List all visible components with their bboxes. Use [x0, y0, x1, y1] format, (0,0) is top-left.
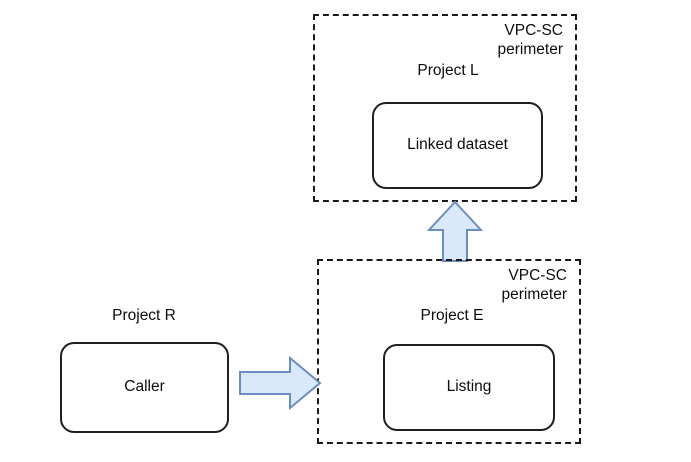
perimeter-l-badge-line2: perimeter	[497, 41, 563, 58]
arrow-listing-to-linked-dataset	[426, 200, 484, 262]
vpc-sc-perimeter-project-l	[313, 14, 577, 202]
node-caller-label: Caller	[124, 378, 165, 396]
arrow-caller-to-listing	[239, 355, 322, 411]
node-linked-dataset-label: Linked dataset	[407, 136, 508, 154]
perimeter-l-project-label: Project L	[417, 62, 479, 79]
perimeter-l-badge-line1: VPC-SC	[504, 22, 563, 39]
node-caller[interactable]: Caller	[60, 342, 229, 433]
node-linked-dataset[interactable]: Linked dataset	[372, 102, 543, 189]
node-listing-label: Listing	[446, 378, 492, 396]
perimeter-e-badge-line2: perimeter	[501, 286, 567, 303]
perimeter-e-project-label: Project E	[420, 307, 484, 324]
node-listing[interactable]: Listing	[383, 344, 555, 431]
vpc-sc-perimeter-project-e	[317, 259, 581, 444]
perimeter-e-badge-line1: VPC-SC	[508, 267, 567, 284]
project-r-label: Project R	[112, 307, 176, 324]
